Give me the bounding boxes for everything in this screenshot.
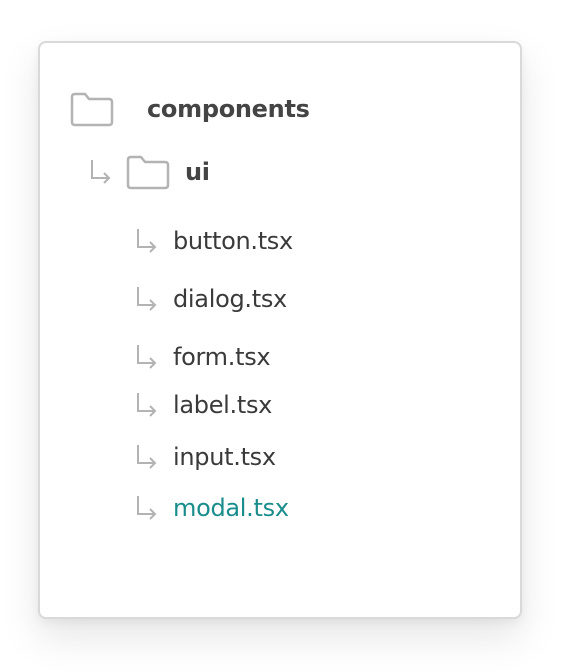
tree-item-components[interactable]: components bbox=[70, 91, 310, 127]
tree-item-label: components bbox=[147, 95, 310, 123]
nested-arrow-icon bbox=[134, 343, 160, 371]
folder-icon bbox=[70, 91, 114, 127]
file-label: input.tsx bbox=[173, 443, 276, 471]
tree-item-label: ui bbox=[185, 158, 210, 186]
tree-item-file-selected[interactable]: modal.tsx bbox=[134, 494, 289, 522]
file-label: dialog.tsx bbox=[173, 285, 287, 313]
nested-arrow-icon bbox=[134, 285, 160, 313]
file-label: button.tsx bbox=[173, 227, 293, 255]
tree-item-file[interactable]: dialog.tsx bbox=[134, 285, 287, 313]
tree-item-file[interactable]: input.tsx bbox=[134, 443, 276, 471]
file-tree-panel bbox=[38, 41, 522, 619]
file-label: form.tsx bbox=[173, 343, 271, 371]
tree-item-file[interactable]: form.tsx bbox=[134, 343, 271, 371]
file-label: label.tsx bbox=[173, 391, 273, 419]
folder-icon bbox=[126, 154, 170, 190]
nested-arrow-icon bbox=[134, 391, 160, 419]
nested-arrow-icon bbox=[134, 227, 160, 255]
nested-arrow-icon bbox=[88, 158, 114, 186]
file-label-active: modal.tsx bbox=[173, 494, 289, 522]
nested-arrow-icon bbox=[134, 494, 160, 522]
tree-item-file[interactable]: button.tsx bbox=[134, 227, 293, 255]
tree-item-file[interactable]: label.tsx bbox=[134, 391, 272, 419]
nested-arrow-icon bbox=[134, 443, 160, 471]
tree-item-ui[interactable]: ui bbox=[88, 154, 210, 190]
